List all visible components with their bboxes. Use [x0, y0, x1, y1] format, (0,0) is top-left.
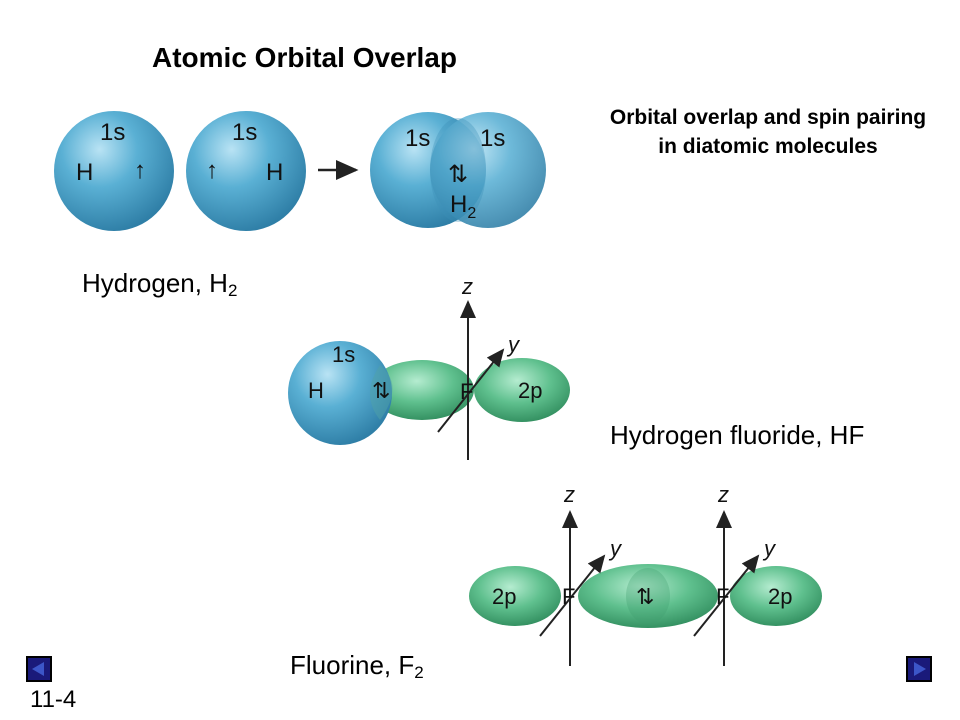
- triangle-right-icon: [914, 662, 926, 676]
- hydrogen-atom-left: 1s H ↑: [54, 111, 174, 231]
- h-right-orbital-label: 1s: [232, 119, 257, 146]
- hf-f-orbital: 2p: [518, 378, 542, 403]
- fluorine-caption: Fluorine, F2: [290, 650, 424, 682]
- hf-h-symbol: H: [308, 378, 324, 403]
- hf-axis-y: y: [506, 332, 521, 357]
- hydrogen-atom-right: 1s ↑ H: [186, 111, 306, 231]
- h-left-orbital-label: 1s: [100, 119, 125, 146]
- hf-h-orbital: 1s: [332, 342, 355, 367]
- page-title: Atomic Orbital Overlap: [152, 42, 457, 73]
- f2-axis-y-left: y: [608, 536, 623, 561]
- subtitle: Orbital overlap and spin pairing in diat…: [609, 106, 927, 158]
- hf-caption: Hydrogen fluoride, HF: [610, 420, 865, 450]
- hf-spin: ⇅: [372, 378, 390, 403]
- f2-f-symbol-left: F: [562, 584, 575, 609]
- hf-axis-z: z: [461, 274, 473, 299]
- f2-right-orbital: 2p: [768, 584, 792, 609]
- slide-number: 11-4: [30, 686, 77, 713]
- f2-f-symbol-right: F: [716, 584, 729, 609]
- h-left-symbol: H: [76, 159, 93, 186]
- hf-f-symbol: F: [460, 379, 473, 404]
- h2-spin: ⇅: [448, 161, 468, 188]
- f2-spin: ⇅: [636, 584, 654, 609]
- h2-orbital-left: 1s: [405, 125, 430, 152]
- f2-axis-z-right: z: [717, 482, 729, 507]
- h-left-spin: ↑: [134, 157, 146, 184]
- next-slide-button[interactable]: [906, 656, 932, 682]
- h-right-symbol: H: [266, 159, 283, 186]
- triangle-left-icon: [32, 662, 44, 676]
- f2-left-orbital: 2p: [492, 584, 516, 609]
- hf-molecule: z y 1s H ⇅ F 2p: [288, 274, 570, 460]
- hydrogen-caption: Hydrogen, H2: [82, 268, 238, 300]
- h2-orbital-right: 1s: [480, 125, 505, 152]
- h2-molecule: 1s 1s ⇅ H2: [370, 112, 546, 228]
- h2-formula: H2: [450, 191, 476, 222]
- f2-axis-z-left: z: [563, 482, 575, 507]
- h-right-spin: ↑: [206, 157, 218, 184]
- previous-slide-button[interactable]: [26, 656, 52, 682]
- f2-molecule: z y z y 2p F ⇅ F 2p: [469, 482, 822, 666]
- f2-axis-y-right: y: [762, 536, 777, 561]
